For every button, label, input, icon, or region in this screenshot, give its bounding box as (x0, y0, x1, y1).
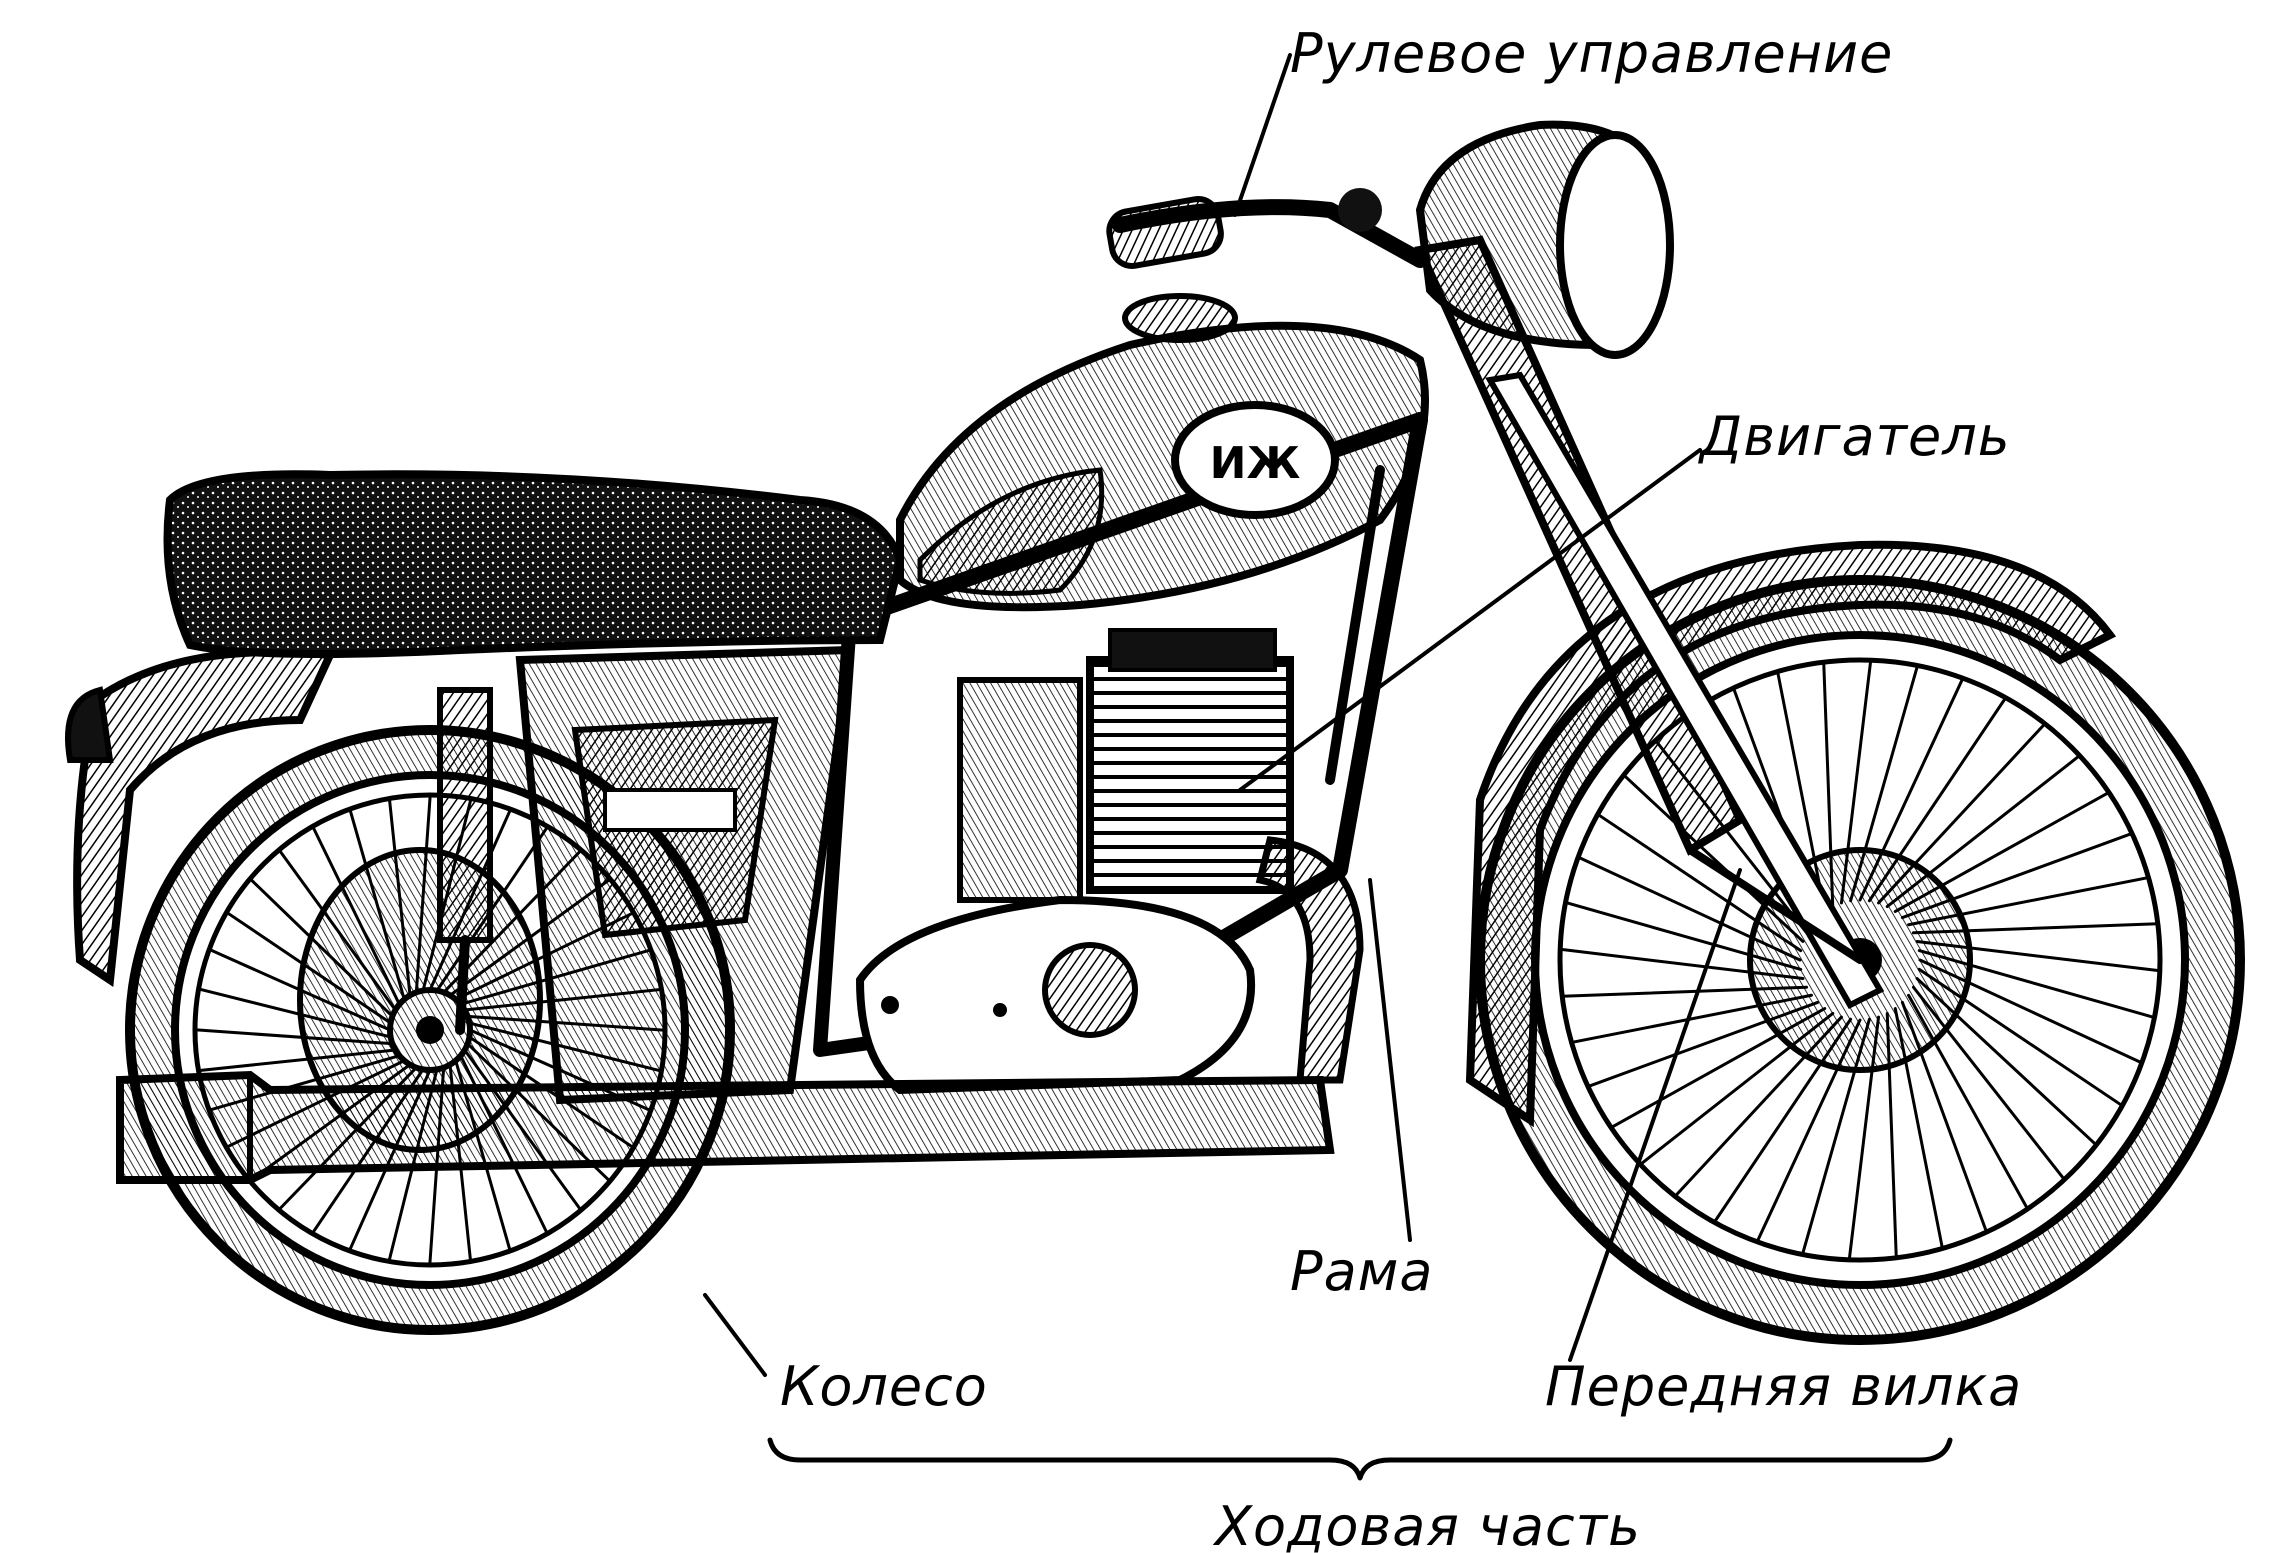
rear-fender (73, 648, 336, 987)
exhaust-header (1255, 836, 1364, 1084)
headlight (1415, 120, 1674, 359)
fuel-tank: ИЖ (896, 293, 1429, 612)
engine (855, 628, 1294, 1095)
leader-frame (1368, 878, 1412, 1242)
leader-wheel (703, 1293, 767, 1377)
label-wheel: Колесо (780, 1355, 988, 1418)
leader-front-fork (1568, 868, 1742, 1362)
label-engine: Двигатель (1698, 405, 2011, 468)
label-chassis: Ходовая часть (1212, 1495, 1641, 1553)
seat (163, 470, 905, 658)
tank-emblem-text: ИЖ (1210, 438, 1301, 489)
muffler (116, 1070, 1335, 1184)
label-front-fork: Передняя вилка (1545, 1355, 2022, 1418)
tank-emblem (1171, 401, 1339, 519)
leader-engine (1238, 448, 1702, 792)
label-frame: Рама (1290, 1240, 1433, 1303)
leader-steering (1233, 53, 1292, 217)
handlebar (1106, 188, 1428, 269)
rear-shock-absorber (437, 687, 493, 1035)
chassis-brace (767, 1437, 1953, 1481)
label-steering: Рулевое управление (1290, 22, 1893, 85)
leader-lines (703, 53, 1742, 1377)
